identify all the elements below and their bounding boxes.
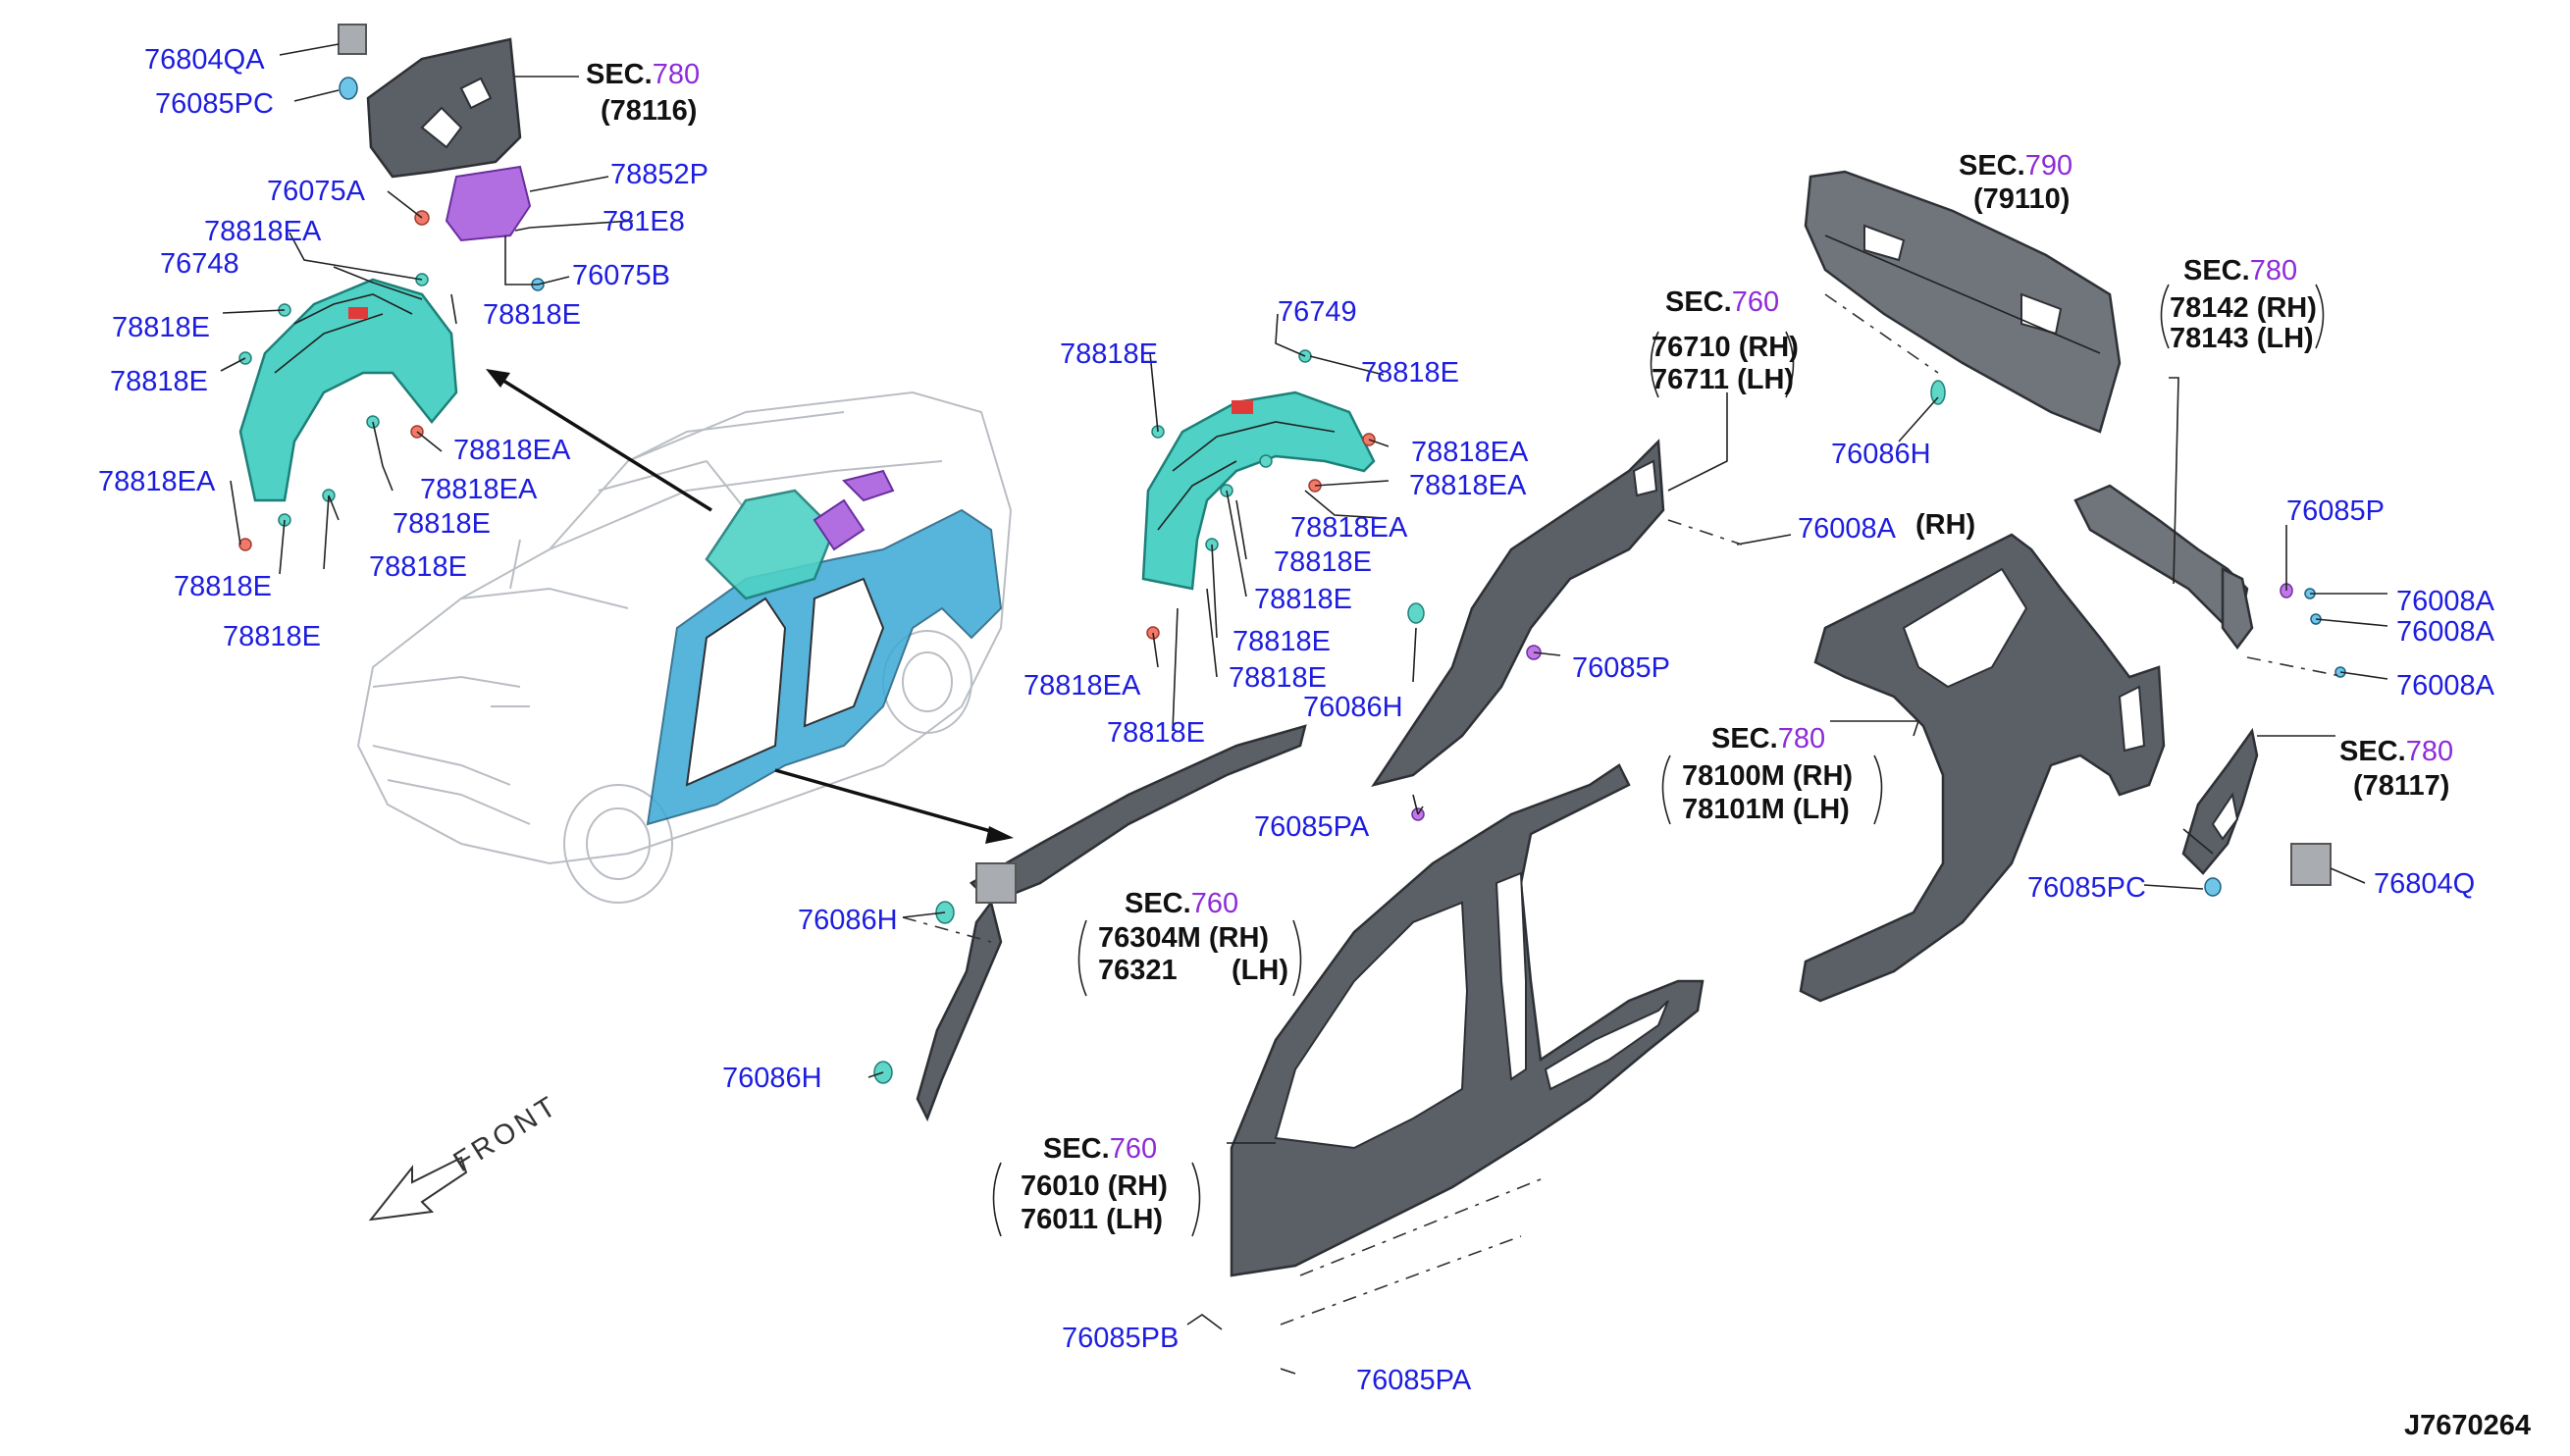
- part-label-78818e[interactable]: 78818E: [1060, 338, 1158, 370]
- part-label-78818e[interactable]: 78818E: [110, 366, 208, 397]
- assembly-label-76711: 76711 (LH): [1652, 364, 1794, 395]
- part-label-78818ea[interactable]: 78818EA: [1409, 470, 1527, 501]
- part-label-76748[interactable]: 76748: [160, 248, 239, 280]
- part-label-76075b[interactable]: 76075B: [572, 260, 670, 291]
- part-label-78818ea[interactable]: 78818EA: [420, 474, 538, 505]
- assembly-label-78116: (78116): [601, 95, 697, 127]
- part-label-781e8[interactable]: 781E8: [603, 206, 685, 237]
- assembly-label-76011: 76011 (LH): [1021, 1204, 1163, 1235]
- section-ref-780[interactable]: SEC.780: [2183, 255, 2297, 286]
- front-label: FRONT: [448, 1089, 565, 1178]
- assembly-label-78143: 78143 (LH): [2170, 323, 2314, 354]
- part-label-78818e[interactable]: 78818E: [1229, 662, 1327, 694]
- section-ref-790[interactable]: SEC.790: [1959, 150, 2072, 182]
- part-label-76085p[interactable]: 76085P: [1572, 652, 1670, 684]
- part-label-78852p[interactable]: 78852P: [610, 159, 708, 190]
- assembly-label-78117: (78117): [2353, 770, 2449, 802]
- section-ref-780[interactable]: SEC.780: [586, 59, 700, 90]
- insulator-78852p-shape: [445, 165, 532, 242]
- front-direction-indicator: FRONT: [368, 1089, 565, 1222]
- part-label-78818e[interactable]: 78818E: [223, 621, 321, 652]
- part-label-76008a[interactable]: 76008A: [2396, 670, 2495, 702]
- part-label-78818e[interactable]: 78818E: [1107, 717, 1205, 749]
- part-label-78818ea[interactable]: 78818EA: [204, 216, 322, 247]
- part-label-78818ea[interactable]: 78818EA: [453, 435, 571, 466]
- part-label-78818e[interactable]: 78818E: [393, 508, 491, 540]
- assembly-label-76321-lh: (LH): [1232, 955, 1288, 986]
- part-label-76085p[interactable]: 76085P: [2286, 495, 2385, 527]
- section-ref-780[interactable]: SEC.780: [2339, 736, 2453, 767]
- rear-panel-79110: [1804, 170, 2122, 434]
- part-label-76085pa[interactable]: 76085PA: [1356, 1365, 1472, 1396]
- part-label-78818e[interactable]: 78818E: [174, 571, 272, 602]
- part-label-78818e[interactable]: 78818E: [1233, 626, 1331, 657]
- label-brackets: [992, 284, 2325, 1237]
- assembly-label-76710: 76710 (RH): [1652, 332, 1799, 363]
- assembly-labels: (78116) (79110) 76710 (RH) 76711 (LH) 78…: [601, 95, 2449, 1235]
- callout-arrows: [486, 369, 1014, 844]
- section-references: SEC.780 SEC.790 SEC.760 SEC.780 SEC.760 …: [586, 59, 2453, 1165]
- rear-pillar-lower-78117: [2181, 727, 2332, 897]
- part-label-76008a[interactable]: 76008A: [2396, 616, 2495, 648]
- rear-inner-panel-76710: [1371, 439, 1665, 821]
- part-label-76804qa[interactable]: 76804QA: [144, 44, 265, 76]
- section-ref-780[interactable]: SEC.780: [1711, 723, 1825, 754]
- leader-lines: [220, 43, 2388, 1375]
- assembly-label-76010: 76010 (RH): [1021, 1170, 1168, 1202]
- rear-pillar-panel-78116: [338, 24, 522, 179]
- assembly-label-79110: (79110): [1973, 183, 2070, 215]
- rear-pillar-78142: [2073, 484, 2346, 678]
- part-label-76086h[interactable]: 76086H: [1303, 692, 1403, 723]
- assembly-label-78100m: 78100M (RH): [1682, 760, 1853, 792]
- part-label-78818ea[interactable]: 78818EA: [1290, 512, 1408, 544]
- vehicle-ghost-illustration: [356, 390, 1013, 904]
- part-label-78818e[interactable]: 78818E: [483, 299, 581, 331]
- part-label-78818e[interactable]: 78818E: [1274, 546, 1372, 578]
- part-label-76086h[interactable]: 76086H: [798, 905, 898, 936]
- part-label-78818e[interactable]: 78818E: [1254, 584, 1352, 615]
- part-label-76085pc[interactable]: 76085PC: [155, 88, 274, 120]
- part-label-76075a[interactable]: 76075A: [267, 176, 366, 207]
- part-label-76086h[interactable]: 76086H: [722, 1063, 822, 1094]
- part-label-76804q[interactable]: 76804Q: [2374, 868, 2475, 900]
- part-label-78818e[interactable]: 78818E: [112, 312, 210, 343]
- body-side-outer-76010: [1230, 763, 1705, 1326]
- section-ref-760[interactable]: SEC.760: [1125, 888, 1238, 919]
- section-ref-760[interactable]: SEC.760: [1043, 1133, 1157, 1165]
- bracket-76804qa-shape: [338, 24, 367, 55]
- part-label-76086h[interactable]: 76086H: [1831, 439, 1931, 470]
- assembly-label-76321: 76321: [1098, 955, 1178, 986]
- assembly-label-78142: 78142 (RH): [2170, 292, 2317, 324]
- part-label-78818e[interactable]: 78818E: [1361, 357, 1459, 389]
- part-label-78818e[interactable]: 78818E: [369, 551, 467, 583]
- rear-fender-outer-78100m: [1799, 533, 2166, 1003]
- part-label-76008a-rh[interactable]: 76008A: [1798, 513, 1897, 545]
- assembly-label-76304m: 76304M (RH): [1098, 922, 1269, 954]
- part-label-78818ea[interactable]: 78818EA: [98, 466, 216, 497]
- rh-suffix-label: (RH): [1915, 509, 1975, 541]
- part-label-78818ea[interactable]: 78818EA: [1411, 437, 1529, 468]
- part-number-labels: 76804QA 76085PC 76075A 78852P 781E8 7607…: [98, 44, 2495, 1396]
- part-label-76749[interactable]: 76749: [1278, 296, 1357, 328]
- drawing-id: J7670264: [2404, 1410, 2531, 1441]
- section-ref-760[interactable]: SEC.760: [1665, 286, 1779, 318]
- a-pillar-reinforcement-76304m: [873, 724, 1307, 1122]
- part-label-76085pa[interactable]: 76085PA: [1254, 811, 1370, 843]
- part-label-76008a[interactable]: 76008A: [2396, 586, 2495, 617]
- bracket-76804q-shape: [2290, 843, 2332, 886]
- part-label-76085pc[interactable]: 76085PC: [2027, 872, 2146, 904]
- part-label-78818ea[interactable]: 78818EA: [1023, 670, 1141, 702]
- part-label-76085pb[interactable]: 76085PB: [1062, 1323, 1179, 1354]
- assembly-label-78101m: 78101M (LH): [1682, 794, 1850, 825]
